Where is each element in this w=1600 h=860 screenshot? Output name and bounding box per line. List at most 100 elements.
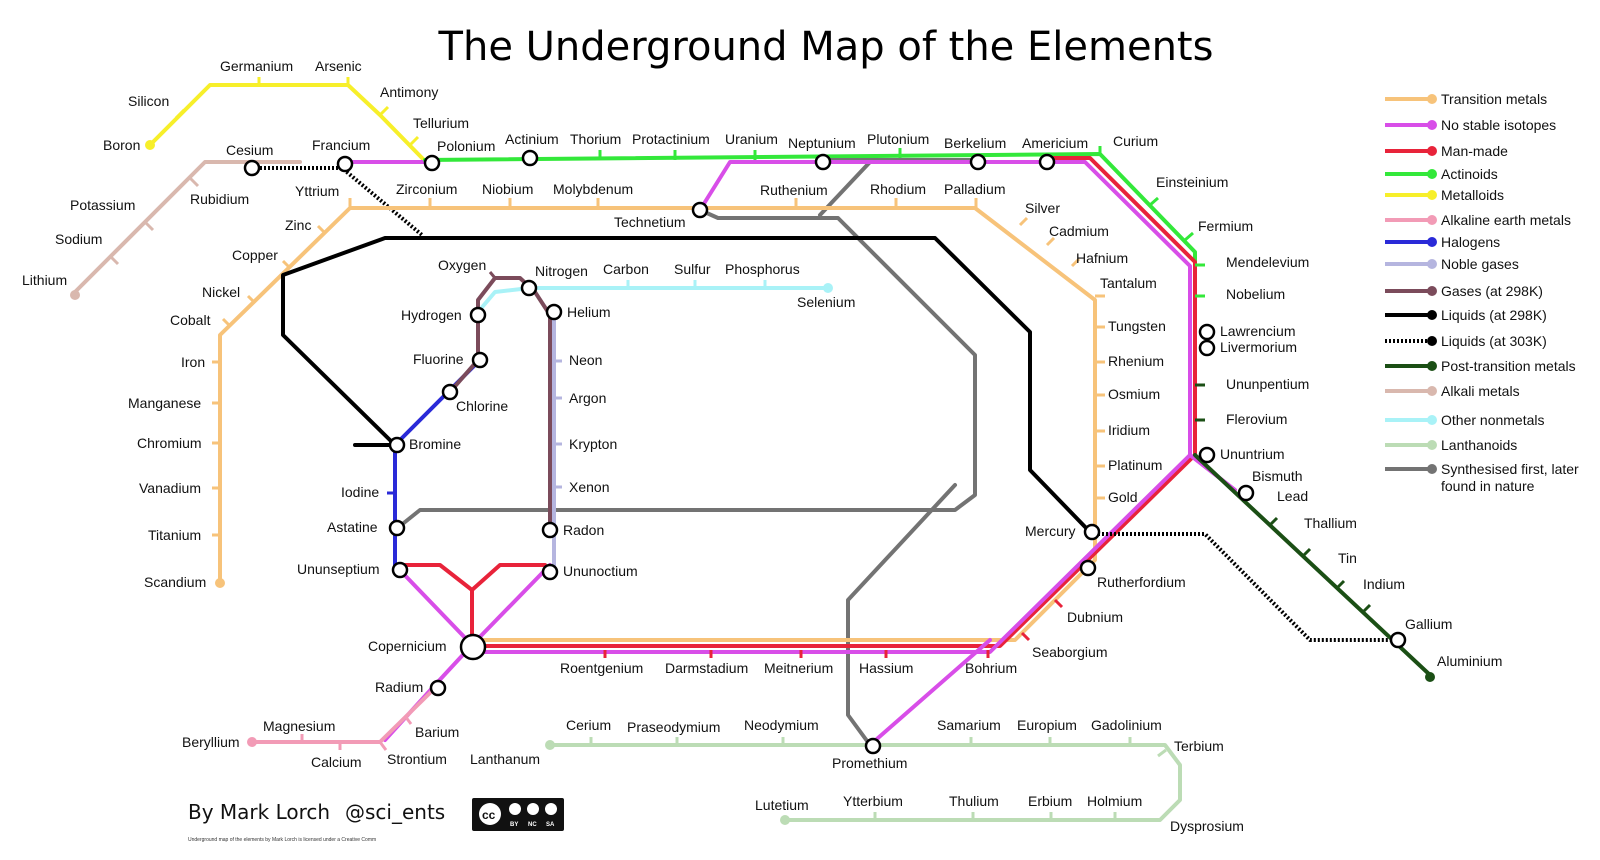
label-tungsten: Tungsten [1108,318,1166,334]
label-indium: Indium [1363,576,1405,592]
station-copernicium [459,633,487,661]
station-labels: Boron Silicon Germanium Arsenic Antimony… [22,58,1502,834]
cc-license-badge[interactable]: cc BY NC SA [472,798,564,831]
label-copper: Copper [232,247,278,263]
terminus-selenium [823,283,833,293]
station-radium [429,679,447,697]
svg-text:Alkali metals: Alkali metals [1441,383,1520,399]
label-tantalum: Tantalum [1100,275,1157,291]
label-radon: Radon [563,522,604,538]
label-ytterbium: Ytterbium [843,793,903,809]
svg-text:Other nonmetals: Other nonmetals [1441,412,1545,428]
label-nobelium: Nobelium [1226,286,1285,302]
label-barium: Barium [415,724,459,740]
stations [243,149,1407,755]
tick-dubnium [1053,598,1064,609]
label-lead: Lead [1277,488,1308,504]
legend-item: Alkali metals [1385,383,1520,399]
label-ununseptium: Ununseptium [297,561,380,577]
station-ununseptium [391,561,409,579]
label-manganese: Manganese [128,395,201,411]
cc-icon [479,803,501,825]
nc-icon [527,803,539,815]
label-iron: Iron [181,354,205,370]
legend: Transition metals No stable isotopes Man… [1385,91,1579,494]
line-othernonmetals [476,286,830,314]
station-livermorium [1198,339,1216,357]
label-niobium: Niobium [482,181,533,197]
station-fluorine [471,351,489,369]
label-silver: Silver [1025,200,1060,216]
label-nitrogen: Nitrogen [535,263,588,279]
legend-item: Lanthanoids [1385,437,1517,453]
label-einsteinium: Einsteinium [1156,174,1228,190]
label-polonium: Polonium [437,138,495,154]
sa-icon [545,803,557,815]
svg-text:Lanthanoids: Lanthanoids [1441,437,1517,453]
label-promethium: Promethium [832,755,907,771]
label-seaborgium: Seaborgium [1032,644,1108,660]
legend-item: Alkaline earth metals [1385,212,1571,228]
svg-text:Post-transition metals: Post-transition metals [1441,358,1576,374]
label-argon: Argon [569,390,606,406]
svg-text:No stable isotopes: No stable isotopes [1441,117,1556,133]
label-silicon: Silicon [128,93,169,109]
label-copernicium: Copernicium [368,638,447,654]
label-calcium: Calcium [311,754,362,770]
tick-cadmium [1045,236,1056,247]
label-lutetium: Lutetium [755,797,809,813]
label-potassium: Potassium [70,197,135,213]
station-polonium [423,154,441,172]
station-berkelium [969,153,987,171]
station-mercury [1083,523,1101,541]
label-titanium: Titanium [148,527,201,543]
label-strontium: Strontium [387,751,447,767]
station-chlorine [441,383,459,401]
label-cesium: Cesium [226,142,273,158]
label-gold: Gold [1108,489,1138,505]
label-francium: Francium [312,137,370,153]
label-germanium: Germanium [220,58,293,74]
line-synthesised [393,158,982,747]
label-helium: Helium [567,304,611,320]
label-fermium: Fermium [1198,218,1253,234]
label-neptunium: Neptunium [788,135,856,151]
svg-text:cc: cc [482,808,496,822]
tick-potassium [143,220,155,232]
label-thorium: Thorium [570,131,621,147]
tick-silicon [174,108,186,120]
station-radon [541,521,559,539]
label-lithium: Lithium [22,272,67,288]
label-ununtrium: Ununtrium [1220,446,1285,462]
label-actinium: Actinium [505,131,559,147]
license-text: Underground map of the elements by Mark … [188,837,376,843]
label-tellurium: Tellurium [413,115,469,131]
label-hassium: Hassium [859,660,913,676]
label-ruthenium: Ruthenium [760,182,828,198]
label-sodium: Sodium [55,231,102,247]
svg-text:Gases (at 298K): Gases (at 298K) [1441,283,1543,299]
station-bismuth [1237,484,1255,502]
label-gadolinium: Gadolinium [1091,717,1162,733]
label-protactinium: Protactinium [632,131,710,147]
svg-text:Actinoids: Actinoids [1441,166,1498,182]
label-gallium: Gallium [1405,616,1452,632]
by-icon [509,803,521,815]
label-cadmium: Cadmium [1049,223,1109,239]
label-astatine: Astatine [327,519,378,535]
label-flerovium: Flerovium [1226,411,1287,427]
tick-seaborgium [1020,631,1031,642]
tick-strontium [378,741,388,751]
label-tin: Tin [1338,550,1357,566]
label-rhenium: Rhenium [1108,353,1164,369]
svg-text:Liquids (at 298K): Liquids (at 298K) [1441,307,1547,323]
legend-item: Liquids (at 303K) [1385,333,1547,349]
label-mendelevium: Mendelevium [1226,254,1309,270]
station-ununoctium [541,563,559,581]
svg-text:SA: SA [546,822,555,828]
lines [73,83,1432,822]
label-rhodium: Rhodium [870,181,926,197]
label-hydrogen: Hydrogen [401,307,462,323]
label-oxygen: Oxygen [438,257,486,273]
station-neptunium [814,153,832,171]
